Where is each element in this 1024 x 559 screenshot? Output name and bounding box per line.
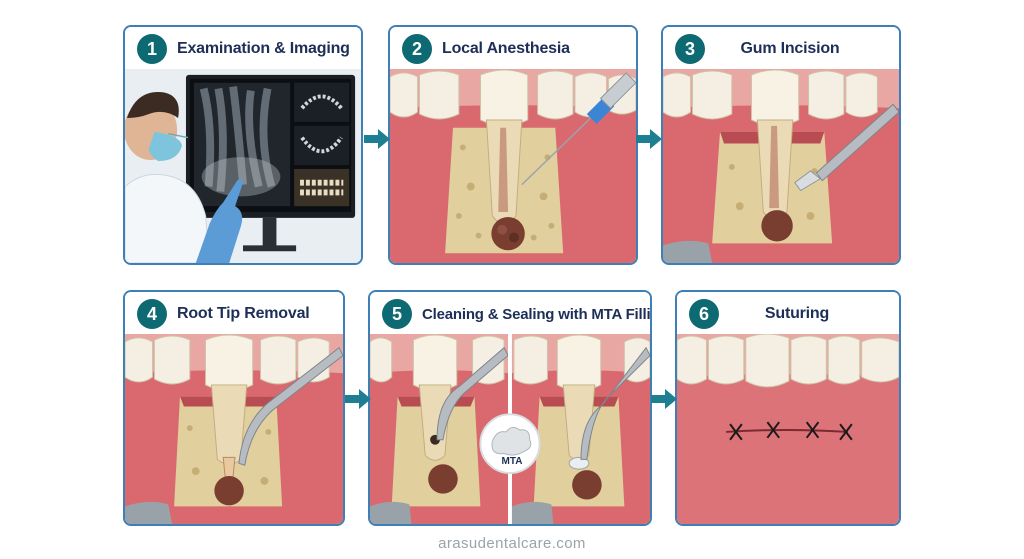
step-header-2: 2 Local Anesthesia [390,27,636,71]
arrow-right-icon [345,387,371,411]
mta-label: MTA [501,456,523,467]
arrow-right-icon [651,387,677,411]
step-title-3: Gum Incision [740,40,840,57]
root-tip-removal-illustration [125,334,343,524]
step-number-1: 1 [137,34,167,64]
step-title-2: Local Anesthesia [442,40,570,57]
step-header-3: 3 Gum Incision [663,27,899,71]
cleaning-sealing-illustration [370,334,650,524]
arrow-right-icon [364,127,390,151]
gum-incision-illustration [663,69,899,263]
step-number-2: 2 [402,34,432,64]
step-title-5: Cleaning & Sealing with MTA Filling [422,305,652,323]
step-card-2: 2 Local Anesthesia [388,25,638,265]
step-header-5: 5 Cleaning & Sealing with MTA Filling [370,292,650,336]
step-card-4: 4 Root Tip Removal [123,290,345,526]
step-number-4: 4 [137,299,167,329]
step-title-4: Root Tip Removal [177,305,310,322]
suturing-illustration [677,334,899,524]
step-title-1: Examination & Imaging [177,40,350,57]
step-card-6: 6 Suturing [675,290,901,526]
examination-illustration [125,69,361,263]
step-number-3: 3 [675,34,705,64]
step-number-6: 6 [689,299,719,329]
step-card-5: 5 Cleaning & Sealing with MTA Filling [368,290,652,526]
step-card-1: 1 Examination & Imaging [123,25,363,265]
step-number-5: 5 [382,299,412,329]
step-header-6: 6 Suturing [677,292,899,336]
step-header-4: 4 Root Tip Removal [125,292,343,336]
anesthesia-illustration [390,69,636,263]
step-title-6: Suturing [764,305,830,322]
website-footer: arasudentalcare.com [438,535,586,552]
step-header-1: 1 Examination & Imaging [125,27,361,71]
arrow-right-icon [636,127,662,151]
step-card-3: 3 Gum Incision [661,25,901,265]
